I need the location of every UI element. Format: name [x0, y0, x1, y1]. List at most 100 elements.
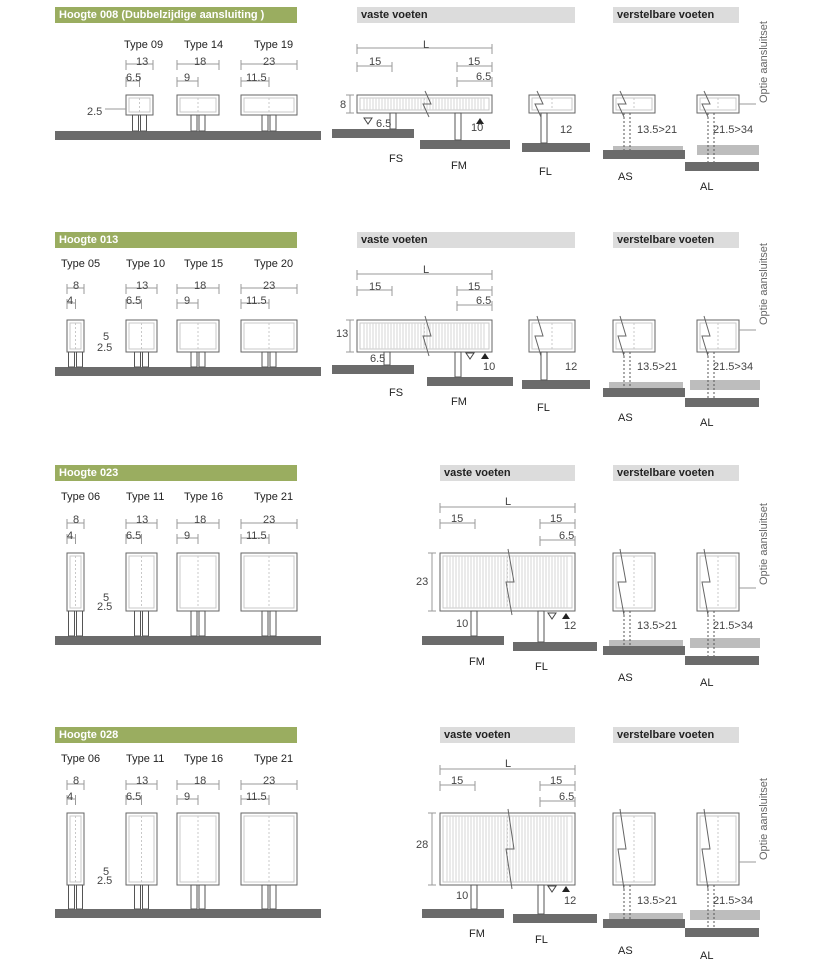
floor-bar-light — [609, 382, 683, 392]
floor-bar — [422, 909, 504, 918]
as-dimension: 13.5>21 — [637, 361, 678, 373]
break-mark — [701, 90, 711, 118]
floor-bar — [522, 143, 590, 152]
break-mark — [422, 315, 432, 357]
fixed-feet-header: vaste voeten — [440, 465, 575, 481]
inner-dimension: 11.5 — [246, 295, 267, 307]
fl-dimension: 12 — [560, 124, 573, 136]
right-inner-dimension: 6.5 — [476, 71, 492, 83]
adjustable-feet-header: verstelbare voeten — [613, 465, 739, 481]
as-dimension: 13.5>21 — [637, 124, 678, 136]
foot-label-al: AL — [700, 677, 714, 689]
break-mark — [505, 808, 515, 890]
foot-label-al: AL — [700, 417, 714, 429]
type-label: Type 05 — [61, 258, 101, 270]
left-dimension: 15 — [369, 56, 382, 68]
inner-dimension: 9 — [184, 295, 191, 307]
support-foot — [134, 884, 141, 910]
type-label: Type 06 — [61, 753, 101, 765]
side-label-connection-set: Optie aansluitset — [758, 21, 770, 103]
support-foot — [540, 112, 548, 144]
width-dimension: 13 — [136, 514, 149, 526]
section-title-hoogte-023: Hoogte 023 — [55, 465, 297, 481]
width-dimension: 23 — [263, 514, 276, 526]
floor-bar — [422, 636, 504, 645]
inner-dimension: 6.5 — [126, 791, 142, 803]
break-mark — [617, 315, 627, 357]
support-foot — [470, 610, 478, 637]
al-dimension: 21.5>34 — [713, 361, 754, 373]
fl-dimension: 12 — [564, 895, 577, 907]
floor-bar — [332, 129, 414, 138]
support-foot — [537, 610, 545, 643]
break-mark — [534, 315, 544, 357]
inner-dimension: 11.5 — [246, 530, 267, 542]
inner-dimension: 9 — [184, 72, 191, 84]
small-dimension: 5 — [103, 592, 110, 604]
support-foot — [198, 884, 206, 910]
adjustable-feet-header: verstelbare voeten — [613, 727, 739, 743]
floor-bar — [685, 162, 759, 171]
side-label-connection-set: Optie aansluitset — [758, 503, 770, 585]
floor-bar — [332, 365, 414, 374]
type-label: Type 19 — [254, 39, 294, 51]
right-dimension: 15 — [468, 281, 481, 293]
width-dimension: 8 — [73, 514, 80, 526]
break-mark — [617, 548, 627, 616]
length-dimension: L — [423, 264, 430, 276]
section-title-hoogte-028: Hoogte 028 — [55, 727, 297, 743]
support-foot — [540, 351, 548, 381]
fm-dimension: 10 — [483, 361, 496, 373]
floor-bar — [685, 928, 759, 937]
support-foot — [76, 884, 83, 910]
break-mark — [701, 548, 711, 616]
convector-housing — [176, 94, 220, 116]
break-mark — [701, 315, 711, 357]
support-foot — [142, 610, 149, 637]
support-foot — [470, 884, 478, 910]
width-dimension: 18 — [194, 56, 207, 68]
foot-label-fm: FM — [451, 396, 467, 408]
fl-dimension: 12 — [565, 361, 578, 373]
arrow-up — [481, 353, 489, 359]
support-foot — [68, 610, 75, 637]
fixed-feet-header: vaste voeten — [357, 232, 575, 248]
foot-label-fl: FL — [535, 661, 548, 673]
length-dimension: L — [505, 496, 512, 508]
floor-bar — [522, 380, 590, 389]
length-dimension: L — [505, 758, 512, 770]
floor-bar — [685, 656, 759, 665]
type-label: Type 16 — [184, 491, 224, 503]
fixed-feet-header: vaste voeten — [440, 727, 575, 743]
width-dimension: 23 — [263, 280, 276, 292]
support-foot — [68, 351, 75, 368]
floor-bar — [55, 367, 321, 376]
width-dimension: 13 — [136, 280, 149, 292]
support-foot — [134, 351, 141, 368]
support-foot — [454, 351, 462, 378]
support-foot — [134, 610, 141, 637]
floor-bar — [55, 909, 321, 918]
right-dimension: 15 — [468, 56, 481, 68]
left-dimension: 15 — [451, 775, 464, 787]
floor-bar-light — [690, 380, 760, 390]
support-foot — [261, 610, 269, 637]
foot-label-as: AS — [618, 672, 633, 684]
support-foot — [198, 114, 206, 132]
support-foot — [76, 351, 83, 368]
support-foot — [269, 351, 277, 368]
floor-bar-light — [690, 638, 760, 648]
type-label: Type 21 — [254, 491, 294, 503]
length-dimension: L — [423, 39, 430, 51]
fl-dimension: 12 — [564, 620, 577, 632]
floor-bar — [427, 377, 513, 386]
height-dimension: 23 — [416, 576, 429, 588]
support-foot — [269, 610, 277, 637]
floor-bar — [513, 914, 597, 923]
arrow-up — [562, 613, 570, 619]
support-foot — [76, 610, 83, 637]
type-label: Type 11 — [126, 753, 165, 765]
inner-dimension: 6.5 — [126, 530, 142, 542]
type-label: Type 20 — [254, 258, 294, 270]
inner-dimension: 4 — [67, 530, 74, 542]
